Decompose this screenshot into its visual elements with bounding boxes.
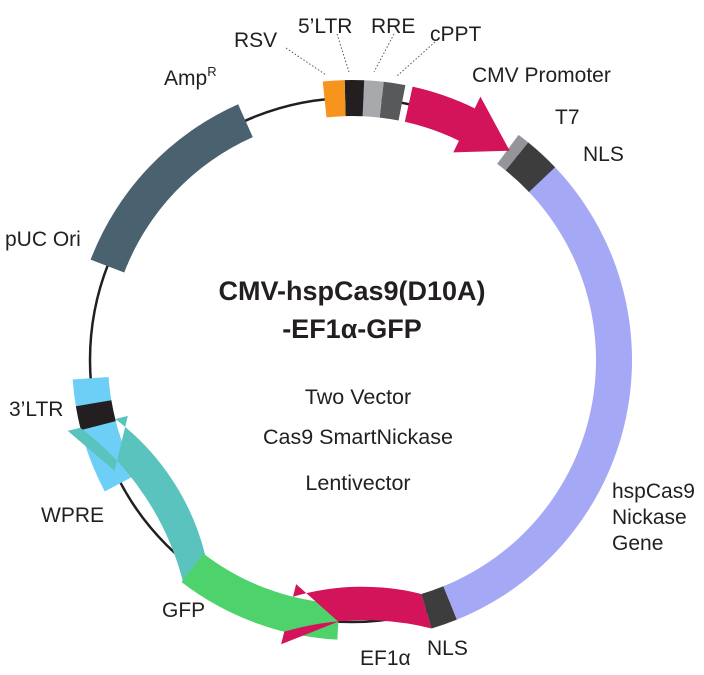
cmv-promoter-label: CMV Promoter <box>472 64 611 87</box>
t7-label: T7 <box>555 106 580 129</box>
gfp-label: GFP <box>162 599 205 622</box>
cppt-label: cPPT <box>430 23 482 46</box>
cas9-label-line2: Nickase <box>612 506 687 529</box>
subtitle-line2: Cas9 SmartNickase <box>263 425 453 449</box>
ltr5-label: 5’LTR <box>298 15 352 38</box>
nls-top-label: NLS <box>583 143 624 166</box>
t7-segment <box>497 134 529 171</box>
puc-ori-label: pUC Ori <box>5 228 81 251</box>
ltr3-label: 3’LTR <box>9 398 63 421</box>
amp-resistance-segment <box>90 104 253 273</box>
cppt-segment <box>379 81 406 121</box>
wpre-label: WPRE <box>41 504 104 527</box>
nls-bottom-segment <box>421 586 457 629</box>
label-leader-lines <box>285 33 436 77</box>
wpre-segment <box>67 415 206 584</box>
ltr5-segment <box>344 80 365 117</box>
ampr-label: AmpR <box>164 64 217 90</box>
ampr-label-text: Amp <box>164 67 207 90</box>
subtitle-line1: Two Vector <box>305 385 411 409</box>
rre-label: RRE <box>371 15 415 38</box>
cmv-promoter-segment <box>404 86 510 153</box>
ltr3-segment <box>75 400 116 431</box>
ampr-label-superscript: R <box>207 64 216 79</box>
rsv-segment <box>322 80 346 118</box>
nls-top-segment <box>505 142 556 193</box>
ef1a-segment <box>281 584 432 645</box>
cas9-gene-label: hspCas9 Nickase Gene <box>612 480 701 555</box>
cas9-nickase-segment <box>443 165 632 620</box>
rsv-label: RSV <box>234 29 277 52</box>
plasmid-title-line2: -EF1α-GFP <box>282 314 422 344</box>
plasmid-title-line1: CMV-hspCas9(D10A) <box>218 276 485 306</box>
gfp-segment <box>181 553 340 640</box>
nls-bottom-label: NLS <box>427 637 468 660</box>
ef1a-label: EF1α <box>360 647 411 670</box>
cas9-label-line1: hspCas9 <box>612 480 695 503</box>
cas9-label-line3: Gene <box>612 532 663 555</box>
subtitle-line3: Lentivector <box>305 471 410 495</box>
rre-segment <box>362 80 384 118</box>
feature-segments <box>67 80 632 645</box>
